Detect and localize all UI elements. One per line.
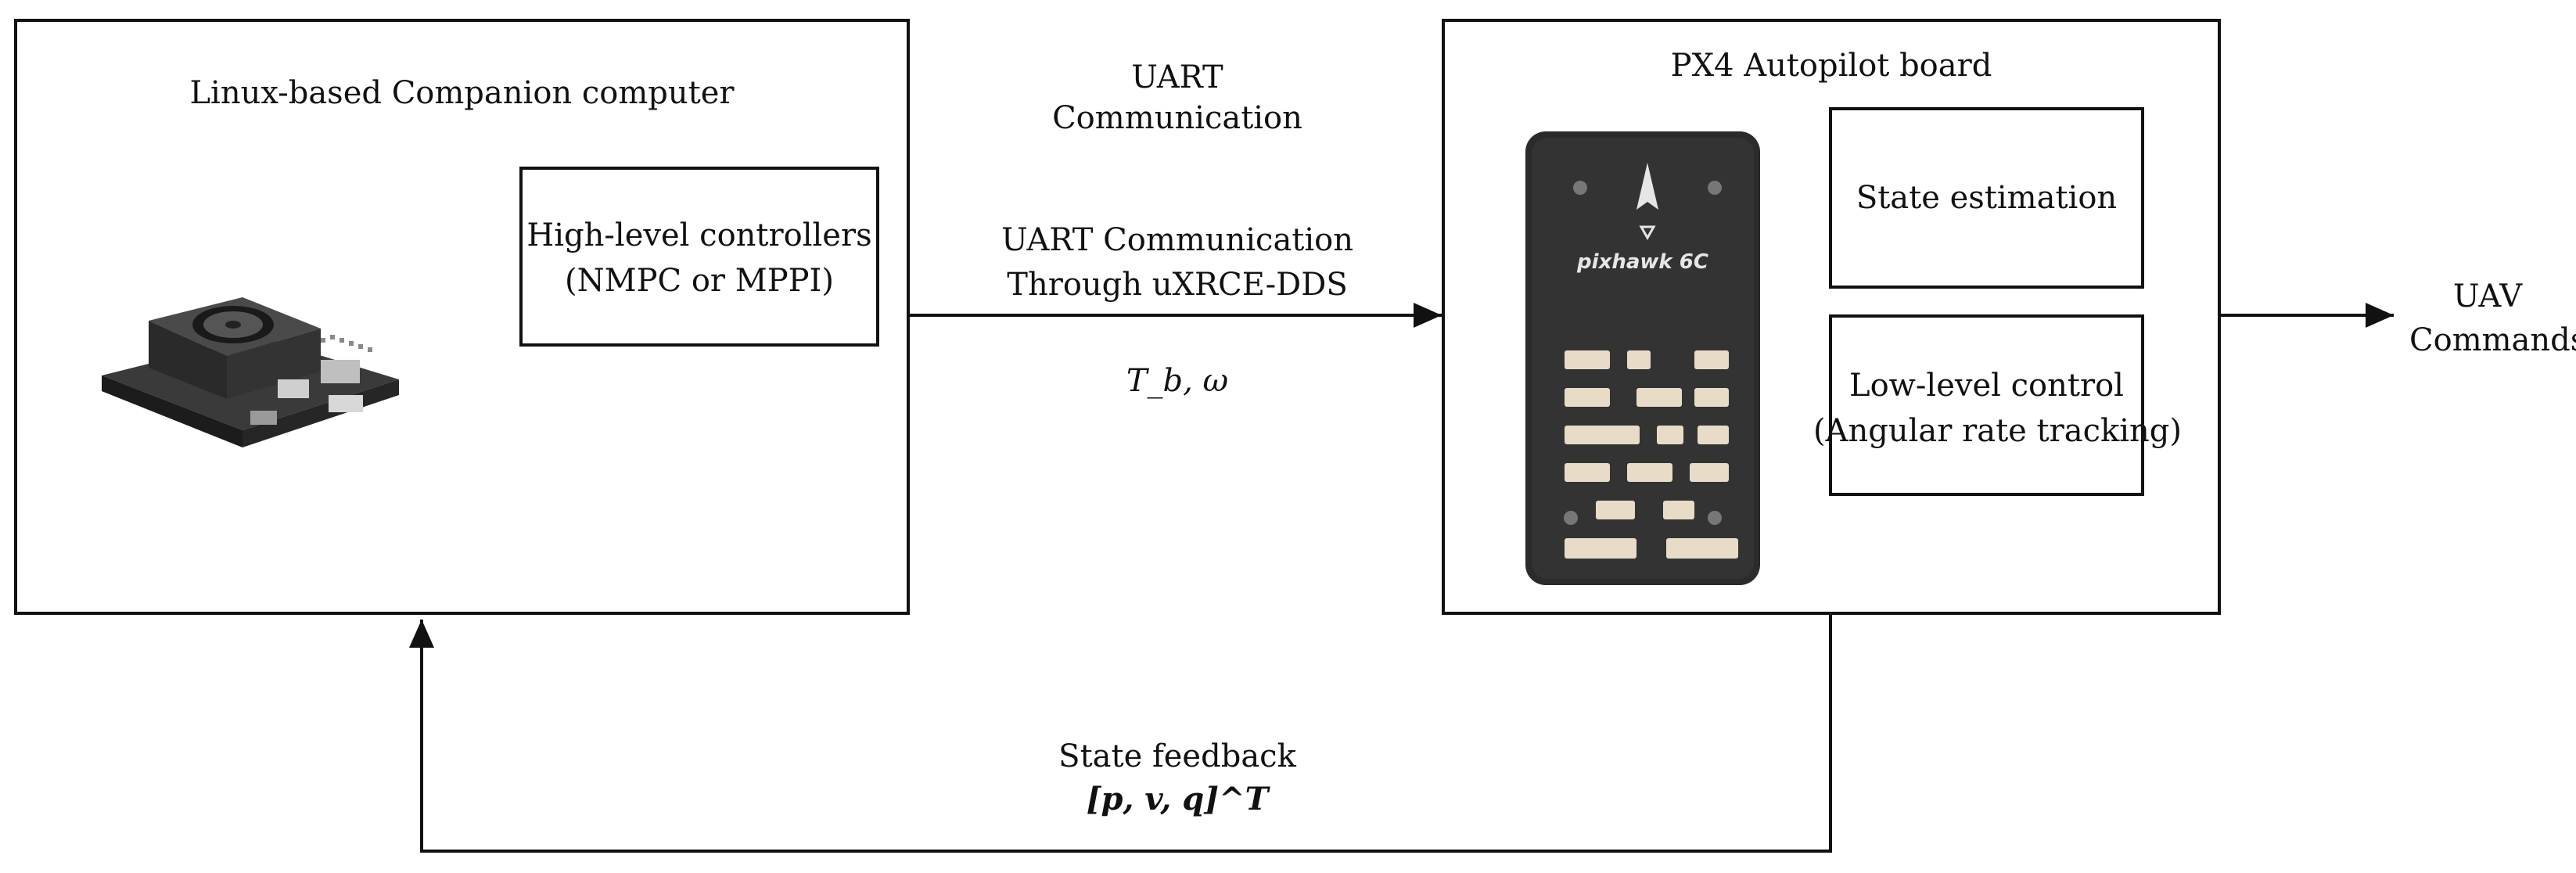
low-level-control-line1: Low-level control bbox=[1849, 368, 2124, 404]
uart-label-line1: UART bbox=[1131, 59, 1223, 95]
low-level-control-line2: (Angular rate tracking) bbox=[1813, 413, 2182, 449]
companion-title: Linux-based Companion computer bbox=[189, 75, 735, 111]
uav-commands-line1: UAV bbox=[2452, 278, 2523, 314]
feedback-arrow bbox=[409, 615, 1832, 853]
px4-title: PX4 Autopilot board bbox=[1670, 48, 1992, 84]
high-level-controllers-box bbox=[519, 167, 879, 347]
pixhawk-board-label: pixhawk 6C bbox=[1577, 250, 1708, 274]
jetson-board-image bbox=[102, 297, 399, 447]
uav-commands-line2: Commands bbox=[2409, 322, 2576, 358]
state-feedback-label: State feedback bbox=[1058, 738, 1296, 774]
pixhawk-board-image: pixhawk 6C bbox=[1525, 131, 1760, 585]
state-estimation-box bbox=[1829, 107, 2144, 289]
state-feedback-vector: [p, v, q]^T bbox=[1086, 781, 1269, 817]
state-estimation-label: State estimation bbox=[1856, 180, 2118, 216]
uart-dds-label-line1: UART Communication bbox=[1001, 222, 1353, 258]
uart-label-line2: Communication bbox=[1052, 100, 1302, 136]
low-level-control-box bbox=[1829, 314, 2144, 496]
signal-label: T_b, ω bbox=[1126, 363, 1229, 399]
high-level-controllers-line2: (NMPC or MPPI) bbox=[565, 263, 834, 299]
high-level-controllers-line1: High-level controllers bbox=[526, 217, 872, 253]
uart-dds-label-line2: Through uXRCE-DDS bbox=[1007, 267, 1348, 303]
